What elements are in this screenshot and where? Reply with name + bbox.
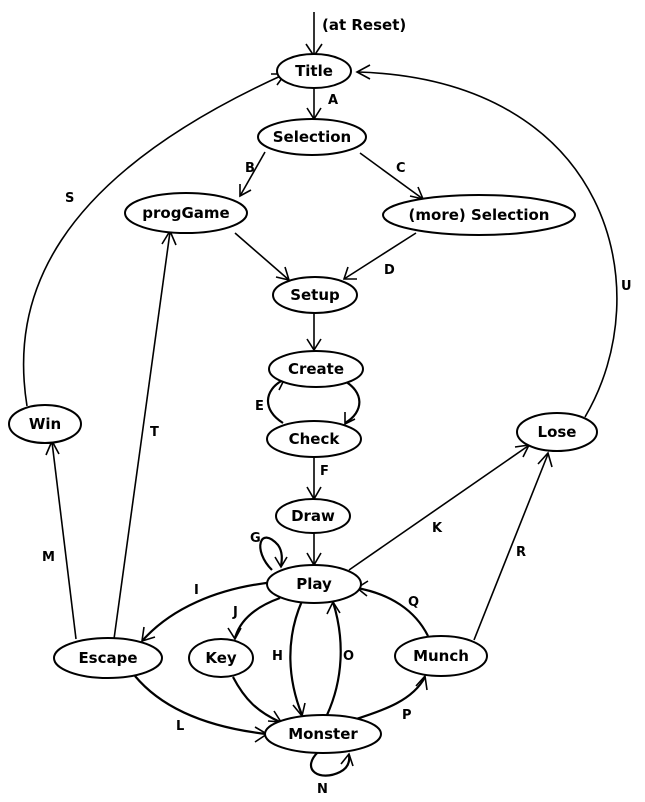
node-draw-label: Draw [291,507,335,525]
node-play-label: Play [296,575,332,593]
edge-g [259,536,288,571]
edge-o [325,600,342,716]
node-win: Win [8,404,82,444]
edge-u [355,64,618,418]
edge-draw-play [306,532,322,567]
node-create: Create [268,350,364,388]
node-title-label: Title [295,62,333,80]
node-win-label: Win [29,415,61,433]
edge-label-e: E [255,399,264,414]
edge-label-c: C [396,161,406,176]
node-monster: Monster [264,714,382,754]
edge-l [134,675,269,743]
edge-t [113,229,177,640]
node-setup-label: Setup [290,286,340,304]
edge-label-n: N [317,782,328,797]
node-setup: Setup [272,276,358,314]
node-munch: Munch [394,635,488,677]
edge-label-m: M [42,550,55,565]
edge-label-h: H [272,649,283,664]
edge-label-t: T [150,425,159,440]
edge-label-l: L [176,719,184,734]
node-escape: Escape [53,637,163,679]
node-selection-label: Selection [273,128,351,146]
node-munch-label: Munch [413,647,469,665]
edge-r [473,451,553,641]
edge-b [239,151,266,198]
node-proggame: progGame [124,192,248,234]
edge-label-g: G [250,531,261,546]
edge-reset [305,12,323,58]
node-more-selection-label: (more) Selection [409,206,550,224]
edge-label-i: I [194,583,199,598]
node-proggame-label: progGame [142,204,229,222]
edge-k [348,443,531,571]
edge-label-f: F [320,464,329,479]
node-selection: Selection [257,118,367,156]
edge-label-o: O [343,649,354,664]
edge-m [45,439,77,640]
edge-label-j: J [232,605,238,620]
edge-d [342,232,417,280]
edge-j [227,596,281,641]
node-title: Title [276,53,352,89]
node-monster-label: Monster [288,725,358,743]
edge-label-b: B [245,161,255,176]
edge-s [22,73,287,407]
edge-f [306,457,322,501]
edge-i [141,580,276,643]
edge-proggame-setup [234,232,291,282]
edge-label-d: D [384,263,395,278]
edge-setup-create [306,313,322,352]
edge-label-s: S [65,191,74,206]
node-lose: Lose [516,412,598,452]
node-key: Key [188,638,254,678]
edge-label-p: P [402,708,412,723]
node-escape-label: Escape [78,649,137,667]
edge-key-monster [232,676,283,724]
edge-label-a: A [328,93,338,108]
edge-h [289,600,306,718]
node-create-label: Create [288,360,344,378]
node-lose-label: Lose [538,423,577,441]
node-key-label: Key [205,649,237,667]
node-draw: Draw [275,498,351,534]
node-check-label: Check [289,430,341,448]
edge-n [310,751,354,777]
node-play: Play [266,564,362,604]
edge-label-u: U [621,279,632,294]
edge-a [306,87,322,121]
edge-c [359,152,425,201]
reset-label: (at Reset) [322,16,406,34]
node-check: Check [266,420,362,458]
edge-label-r: R [516,545,526,560]
edge-label-q: Q [408,595,419,610]
edge-p [352,674,428,722]
edge-label-k: K [432,521,443,536]
node-more-selection: (more) Selection [382,194,576,236]
